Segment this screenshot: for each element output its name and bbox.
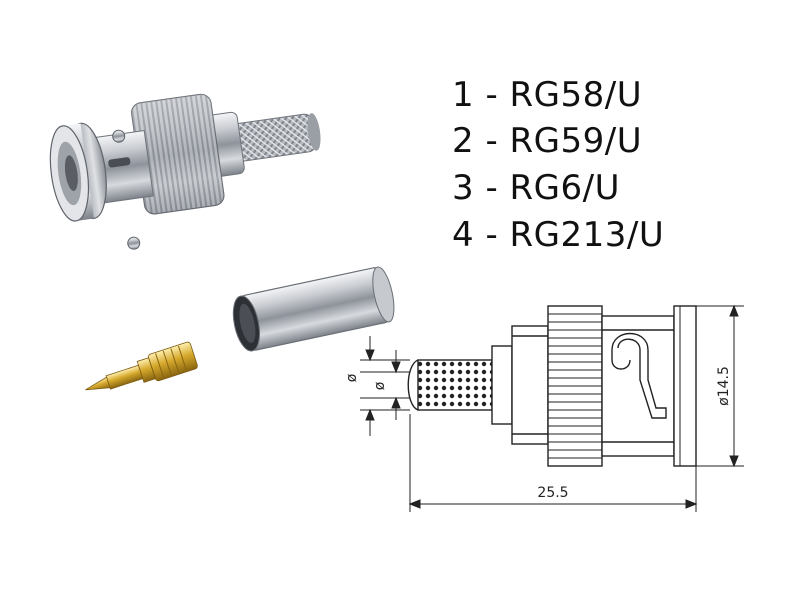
diameter-dimension-label: ø14.5 xyxy=(716,366,732,406)
pin-diameter-label: ø xyxy=(372,381,388,390)
cable-type-1: 1 - RG58/U xyxy=(452,75,643,115)
drawing-crimp-sleeve xyxy=(417,359,493,411)
ferrule-diameter-label: ø xyxy=(344,373,360,382)
drawing-body xyxy=(511,325,549,445)
bnc-connector-body xyxy=(49,93,321,250)
drawing-bayonet-slot xyxy=(611,333,667,419)
length-dimension-label: 25.5 xyxy=(537,485,568,501)
cable-type-4: 4 - RG213/U xyxy=(452,215,665,255)
cable-type-2: 2 - RG59/U xyxy=(452,121,643,161)
drawing-crimp-tip xyxy=(407,359,419,411)
technical-drawing xyxy=(407,305,697,467)
crimp-ferrule xyxy=(232,266,395,352)
cable-type-3: 3 - RG6/U xyxy=(452,168,620,208)
drawing-front-flange xyxy=(673,305,697,467)
gold-center-pin xyxy=(85,341,198,391)
dimension-lines xyxy=(360,304,744,512)
drawing-neck xyxy=(491,345,513,425)
